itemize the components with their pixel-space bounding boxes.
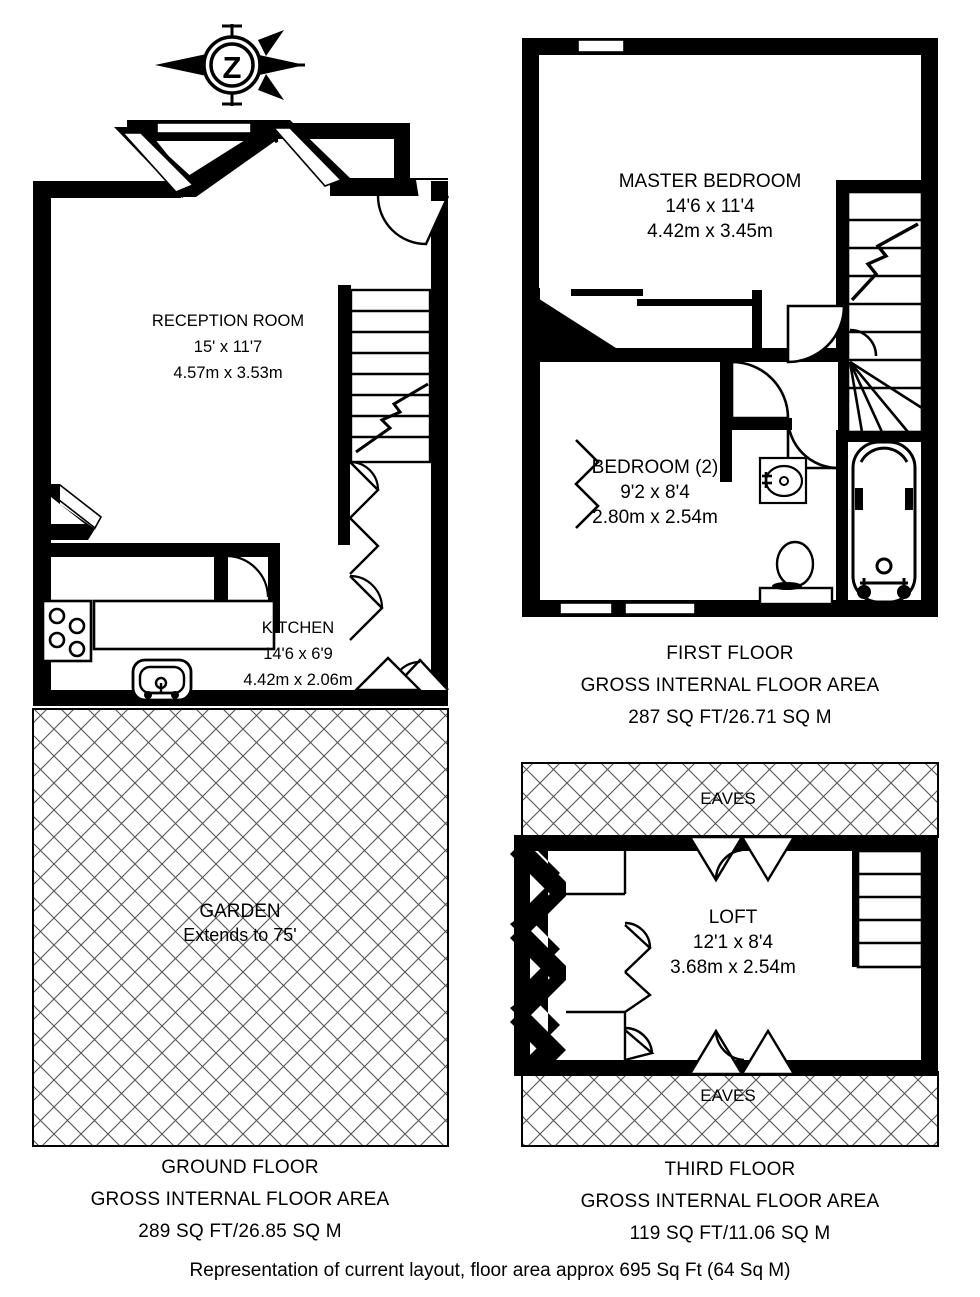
bay-window-glazing bbox=[121, 122, 343, 193]
ground-floor-caption-title: GROUND FLOOR bbox=[161, 1157, 319, 1178]
toilet-icon bbox=[758, 540, 834, 606]
room-label-bedroom2-name: BEDROOM (2) bbox=[592, 457, 719, 478]
first-floor-caption-area-label: GROSS INTERNAL FLOOR AREA bbox=[580, 675, 880, 696]
room-label-loft-imperial: 12'1 x 8'4 bbox=[693, 932, 774, 953]
bath-icon bbox=[851, 440, 917, 604]
entry-door-swings bbox=[349, 460, 380, 575]
loft-wall-zigzag-teeth bbox=[510, 840, 566, 1064]
master-bedroom-partition bbox=[522, 288, 632, 362]
third-floor-caption-area-label: GROSS INTERNAL FLOOR AREA bbox=[580, 1191, 880, 1212]
room-label-master-name: MASTER BEDROOM bbox=[619, 171, 802, 192]
footer-note: Representation of current layout, floor … bbox=[189, 1260, 791, 1281]
loft-eaves-notches bbox=[687, 835, 797, 1076]
room-label-loft-name: LOFT bbox=[709, 907, 758, 928]
ground-floor-caption: GROUND FLOOR GROSS INTERNAL FLOOR AREA 2… bbox=[40, 1152, 440, 1248]
room-label-bedroom2-imperial: 9'2 x 8'4 bbox=[620, 482, 690, 503]
first-floor-caption-title: FIRST FLOOR bbox=[666, 643, 794, 664]
kitchen-divider-wall bbox=[33, 543, 223, 557]
first-floor-plan bbox=[522, 38, 938, 617]
kitchen-units bbox=[41, 599, 276, 702]
third-floor-caption: THIRD FLOOR GROSS INTERNAL FLOOR AREA 11… bbox=[530, 1154, 930, 1250]
ground-floor-caption-area-value: 289 SQ FT/26.85 SQ M bbox=[138, 1221, 342, 1242]
room-label-master-imperial: 14'6 x 11'4 bbox=[665, 196, 755, 217]
room-label-kitchen-metric: 4.42m x 2.06m bbox=[243, 671, 352, 689]
room-label-master-metric: 4.42m x 3.45m bbox=[647, 221, 773, 242]
room-label-bedroom2-metric: 2.80m x 2.54m bbox=[592, 507, 718, 528]
room-label-loft-metric: 3.68m x 2.54m bbox=[670, 957, 796, 978]
loft-zigzag-wall bbox=[522, 835, 560, 1076]
ground-floor-plan bbox=[32, 120, 450, 1147]
room-label-garden-name: GARDEN bbox=[199, 901, 280, 922]
north-compass-rose: Z bbox=[155, 24, 305, 106]
first-floor-caption: FIRST FLOOR GROSS INTERNAL FLOOR AREA 28… bbox=[530, 638, 930, 734]
hall-wall bbox=[338, 285, 351, 545]
ground-floor-caption-area-label: GROSS INTERNAL FLOOR AREA bbox=[90, 1189, 390, 1210]
first-floor-staircase bbox=[846, 190, 924, 434]
bedroom2-window-zigzag bbox=[574, 439, 600, 529]
ground-floor-staircase bbox=[349, 288, 432, 464]
bathroom-fixtures bbox=[758, 440, 917, 606]
loft-dormer-lines bbox=[566, 835, 655, 1076]
first-floor-caption-area-value: 287 SQ FT/26.71 SQ M bbox=[628, 707, 832, 728]
label-eaves-bottom: EAVES bbox=[700, 1086, 755, 1105]
room-label-reception-name: RECEPTION ROOM bbox=[152, 312, 304, 330]
kitchen-door-swing bbox=[227, 554, 270, 598]
worktop-counter bbox=[92, 599, 276, 651]
room-label-kitchen-imperial: 14'6 x 6'9 bbox=[263, 645, 333, 663]
third-floor-caption-area-value: 119 SQ FT/11.06 SQ M bbox=[629, 1223, 831, 1244]
room-label-reception-metric: 4.57m x 3.53m bbox=[173, 364, 282, 382]
door-swings-first-floor bbox=[730, 304, 846, 470]
room-label-garden-extent: Extends to 75' bbox=[183, 925, 297, 945]
room-label-reception-imperial: 15' x 11'7 bbox=[194, 338, 262, 356]
third-floor-plan bbox=[510, 762, 939, 1147]
eaves-top-area bbox=[521, 762, 939, 838]
sink-icon bbox=[131, 658, 193, 702]
bedroom-window bbox=[577, 39, 625, 53]
front-door-swing bbox=[376, 195, 450, 246]
compass-letter: Z bbox=[223, 50, 242, 85]
label-eaves-top: EAVES bbox=[700, 789, 755, 808]
eaves-bottom-area bbox=[521, 1071, 939, 1147]
room-label-kitchen-name: KITCHEN bbox=[262, 619, 334, 637]
room-labels: RECEPTION ROOM 15' x 11'7 4.57m x 3.53m … bbox=[152, 171, 801, 1105]
stair-winder-treads bbox=[848, 360, 923, 433]
loft-staircase bbox=[852, 849, 924, 969]
third-floor-caption-title: THIRD FLOOR bbox=[664, 1159, 796, 1180]
garden-area bbox=[32, 708, 449, 1147]
